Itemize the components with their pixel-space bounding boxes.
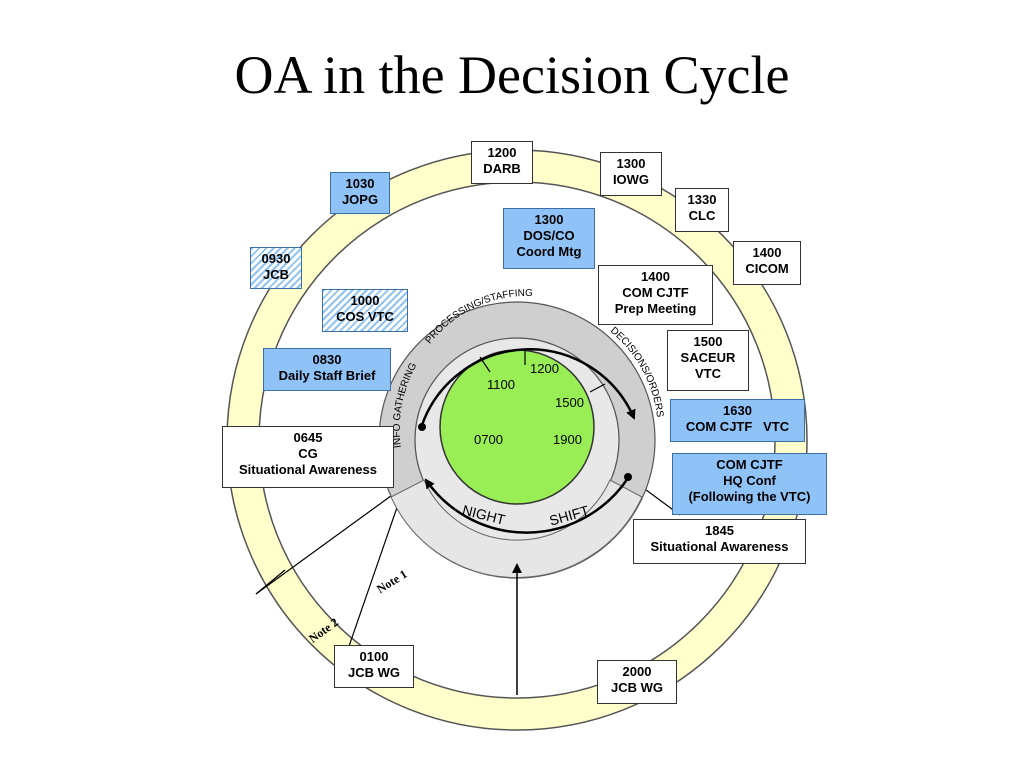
note-divider-upper <box>255 492 396 595</box>
note-divider-lower <box>255 569 286 595</box>
tick-1500 <box>589 383 606 393</box>
clock-face <box>439 349 595 505</box>
clock-1900: 1900 <box>553 432 582 447</box>
page-title: OA in the Decision Cycle <box>234 45 790 105</box>
cycle-arrow-bottom-dot <box>624 473 632 481</box>
clock-1200: 1200 <box>530 361 559 376</box>
clock-1500: 1500 <box>555 395 584 410</box>
cycle-arrow-start-dot <box>418 423 426 431</box>
cycle-arrow-bottom <box>424 477 630 534</box>
cycle-arrow-top <box>420 348 636 426</box>
clock-0700: 0700 <box>474 432 503 447</box>
clock-1100: 1100 <box>487 377 515 392</box>
night-shift-band <box>390 479 643 579</box>
